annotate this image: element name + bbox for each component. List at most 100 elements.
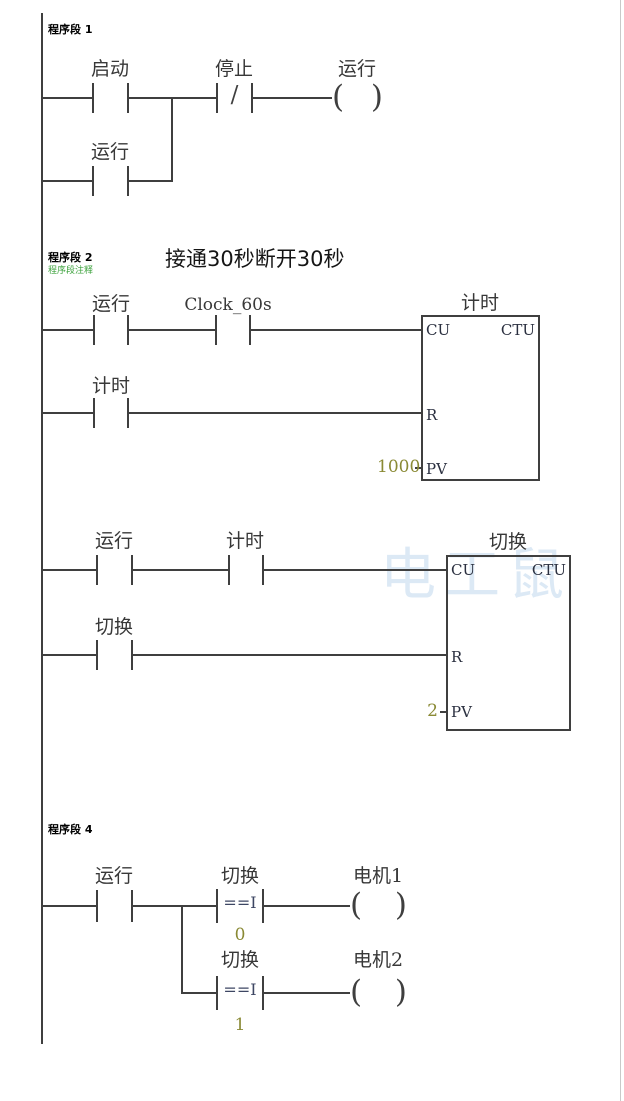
wire — [264, 905, 350, 907]
operand-label-timer-reset[interactable]: 计时 — [91, 375, 131, 397]
compare-value-1[interactable]: 1 — [234, 1015, 246, 1035]
wire — [133, 905, 216, 907]
output-coil-run[interactable]: ( ) — [332, 81, 383, 115]
pin-ctu: CTU — [531, 561, 566, 579]
contact-bar — [127, 83, 129, 113]
operand-label-motor2[interactable]: 电机2 — [352, 949, 404, 971]
page-edge-line — [620, 0, 621, 1101]
wire — [129, 329, 215, 331]
network-2-header[interactable]: 程序段 2 — [48, 251, 93, 264]
no-contact-run-parallel[interactable] — [92, 166, 129, 196]
no-contact-run[interactable] — [96, 555, 133, 585]
compare-contact-eq-0[interactable]: ==I — [216, 889, 264, 923]
contact-bar — [216, 976, 218, 1010]
no-contact-timer-reset[interactable] — [93, 398, 129, 428]
compare-value-0[interactable]: 0 — [234, 925, 246, 945]
coil-open-paren: ( — [350, 974, 363, 1010]
wire — [253, 97, 332, 99]
coil-close-paren: ) — [394, 887, 407, 923]
counter-block-timer[interactable]: CU CTU R PV — [421, 315, 540, 481]
contact-bar — [262, 555, 264, 585]
operand-label-run[interactable]: 运行 — [91, 293, 131, 315]
wire — [133, 654, 446, 656]
counter-block-switch[interactable]: CU CTU R PV — [446, 555, 571, 731]
comparator-symbol: ==I — [223, 980, 257, 999]
output-coil-motor1[interactable]: ( ) — [350, 889, 407, 923]
contact-bar — [262, 889, 264, 923]
wire — [43, 97, 92, 99]
operand-label-stop[interactable]: 停止 — [214, 58, 254, 80]
coil-open-paren: ( — [332, 79, 345, 115]
contact-bar — [92, 166, 94, 196]
wire — [133, 569, 228, 571]
power-rail — [41, 13, 43, 1044]
operand-label-run-coil[interactable]: 运行 — [337, 58, 377, 80]
pv-tick-wire — [440, 711, 446, 713]
operand-label-start[interactable]: 启动 — [90, 58, 130, 80]
contact-bar — [251, 83, 253, 113]
contact-bar — [216, 889, 218, 923]
compare-contact-eq-1[interactable]: ==I — [216, 976, 264, 1010]
operand-label-run-parallel[interactable]: 运行 — [90, 141, 130, 163]
operand-label-switch-cmp2[interactable]: 切换 — [220, 949, 260, 971]
network-1-header[interactable]: 程序段 1 — [48, 23, 93, 36]
contact-bar — [215, 315, 217, 345]
pin-r: R — [426, 406, 438, 424]
no-contact-run[interactable] — [96, 890, 133, 922]
pin-r: R — [451, 648, 463, 666]
wire — [43, 329, 93, 331]
wire — [264, 992, 350, 994]
contact-bar — [249, 315, 251, 345]
operand-label-clock[interactable]: Clock_60s — [184, 295, 272, 315]
contact-bar — [131, 640, 133, 670]
counter-title-switch[interactable]: 切换 — [488, 531, 528, 553]
operand-label-timer[interactable]: 计时 — [225, 530, 265, 552]
pv-value-switch[interactable]: 2 — [427, 701, 438, 721]
contact-bar — [228, 555, 230, 585]
contact-bar — [127, 398, 129, 428]
wire — [43, 905, 96, 907]
nc-contact-stop[interactable]: / — [216, 82, 253, 113]
network-2-title-comment[interactable]: 接通30秒断开30秒 — [165, 247, 345, 271]
contact-bar — [93, 398, 95, 428]
no-contact-clock[interactable] — [215, 315, 251, 345]
contact-bar — [93, 315, 95, 345]
contact-bar — [96, 555, 98, 585]
no-contact-timer[interactable] — [228, 555, 264, 585]
output-coil-motor2[interactable]: ( ) — [350, 976, 407, 1010]
pin-ctu: CTU — [500, 321, 535, 339]
pin-pv: PV — [426, 460, 447, 478]
coil-close-paren: ) — [370, 79, 383, 115]
wire — [264, 569, 446, 571]
wire — [43, 180, 92, 182]
operand-label-run[interactable]: 运行 — [94, 865, 134, 887]
no-contact-switch-reset[interactable] — [96, 640, 133, 670]
branch-wire — [181, 905, 183, 993]
network-2-comment-note[interactable]: 程序段注释 — [48, 266, 94, 276]
no-contact-run[interactable] — [93, 315, 129, 345]
comparator-symbol: ==I — [223, 893, 257, 912]
pv-tick-wire — [415, 467, 421, 469]
coil-open-paren: ( — [350, 887, 363, 923]
operand-label-motor1[interactable]: 电机1 — [352, 865, 404, 887]
wire — [129, 180, 173, 182]
no-contact-start[interactable] — [92, 83, 129, 113]
contact-bar — [96, 640, 98, 670]
contact-bar — [127, 166, 129, 196]
contact-bar — [92, 83, 94, 113]
contact-bar — [262, 976, 264, 1010]
operand-label-switch-cmp1[interactable]: 切换 — [220, 865, 260, 887]
operand-label-run[interactable]: 运行 — [94, 530, 134, 552]
contact-bar — [131, 555, 133, 585]
counter-title-timer[interactable]: 计时 — [460, 292, 500, 314]
pv-value-timer[interactable]: 1000 — [377, 457, 421, 477]
network-4-header[interactable]: 程序段 4 — [48, 823, 93, 836]
wire — [129, 412, 421, 414]
coil-close-paren: ) — [394, 974, 407, 1010]
branch-wire — [171, 97, 173, 181]
nc-slash-icon: / — [230, 82, 239, 108]
contact-bar — [127, 315, 129, 345]
wire — [43, 412, 93, 414]
operand-label-switch-reset[interactable]: 切换 — [94, 616, 134, 638]
